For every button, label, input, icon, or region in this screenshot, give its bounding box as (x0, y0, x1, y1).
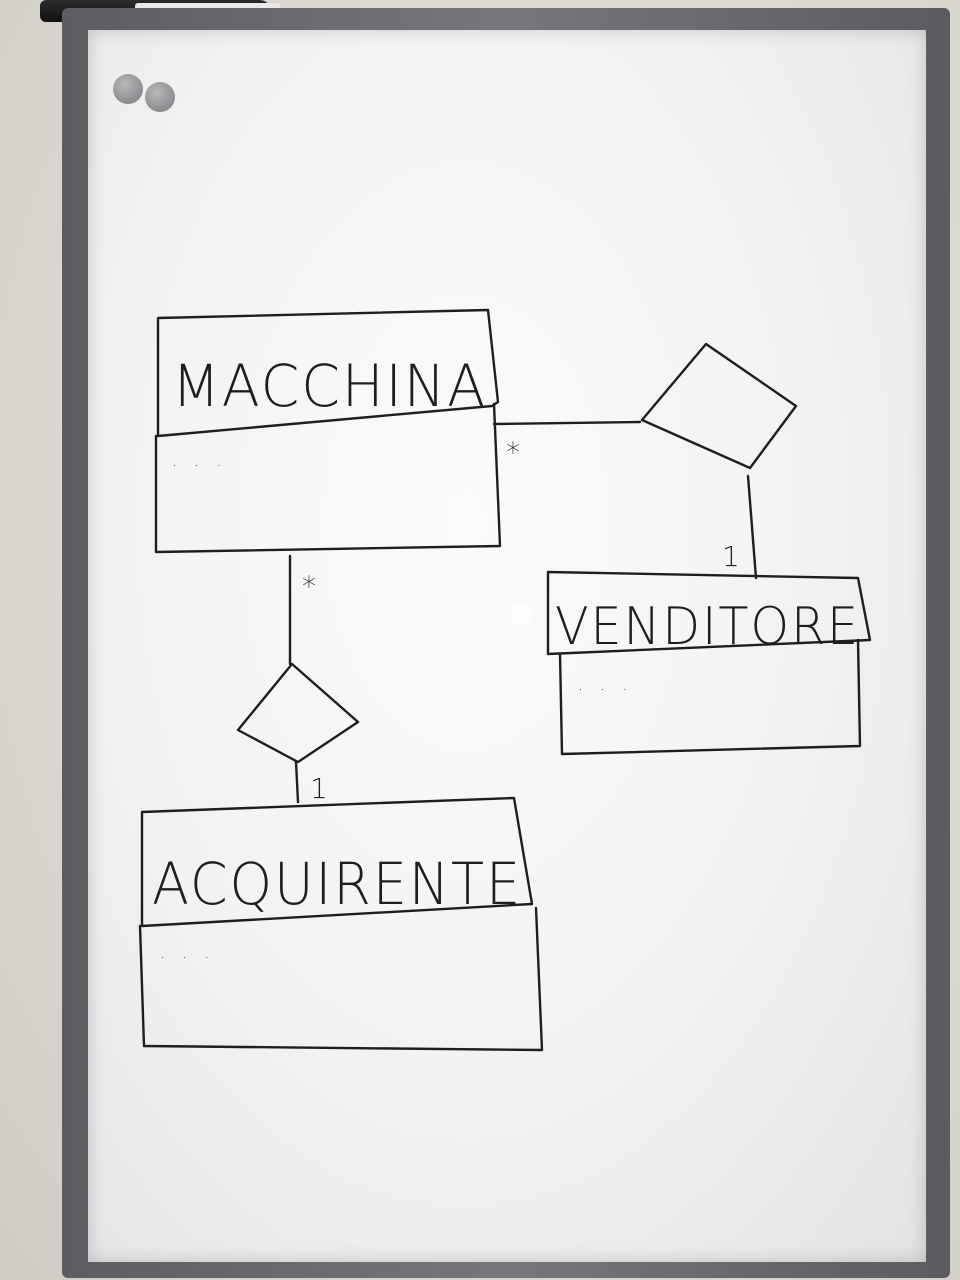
class-venditore-attr-box (558, 638, 862, 756)
class-acquirente-attributes: . . . (160, 943, 215, 962)
class-macchina-name: MACCHINA (172, 352, 487, 420)
class-acquirente-name: ACQUIRENTE (152, 850, 522, 918)
class-acquirente: ACQUIRENTE . . . (138, 796, 544, 1052)
multiplicity-macchina-side: * (506, 436, 520, 469)
class-acquirente-name-box (140, 796, 534, 928)
association-line (746, 474, 758, 580)
class-macchina-attributes: . . . (172, 451, 227, 470)
association-diamond (640, 342, 798, 470)
class-venditore-attributes: . . . (578, 675, 633, 694)
association-diamond (236, 662, 360, 764)
multiplicity-macchina-side: * (302, 570, 316, 603)
class-macchina-attr-box (154, 402, 502, 554)
class-macchina: MACCHINA . . . (154, 308, 502, 554)
class-venditore-name: VENDITORE (555, 597, 860, 657)
whiteboard-surface (88, 30, 926, 1262)
association-macchina-venditore: * 1 (492, 342, 798, 580)
association-macchina-acquirente: * 1 (236, 554, 360, 805)
association-line (294, 760, 300, 804)
multiplicity-acquirente-side: 1 (310, 772, 328, 805)
light-reflection (508, 602, 534, 628)
class-venditore: VENDITORE . . . (546, 570, 872, 756)
magnet (145, 82, 175, 112)
association-line (492, 420, 642, 426)
multiplicity-venditore-side: 1 (722, 540, 740, 573)
class-acquirente-attr-box (138, 906, 544, 1052)
magnet (113, 74, 143, 104)
